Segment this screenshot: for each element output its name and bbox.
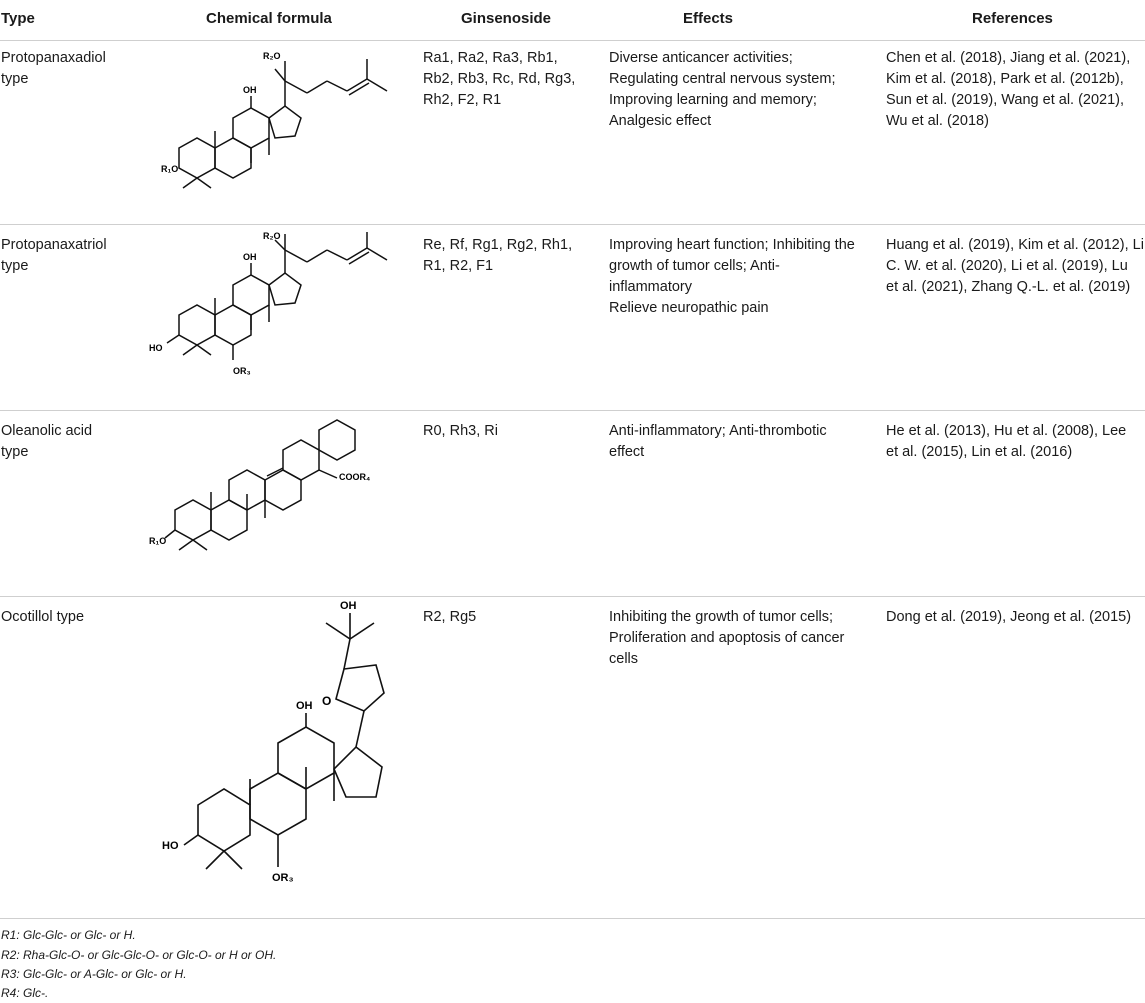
oh-label: OH — [243, 252, 257, 262]
type-cell: Protopanaxadiol type — [1, 50, 106, 87]
ginsenoside-cell: Ra1, Ra2, Ra3, Rb1, Rb2, Rb3, Rc, Rd, Rg… — [423, 50, 576, 108]
footnote-r4: R4: Glc-. — [1, 986, 49, 1000]
oh-top-label: OH — [340, 600, 357, 612]
header-chemical-formula: Chemical formula — [206, 10, 332, 27]
footnote-r3: R3: Glc-Glc- or A-Glc- or Glc- or H. — [1, 967, 187, 981]
effects-cell: Inhibiting the growth of tumor cells; Pr… — [609, 609, 845, 667]
header-effects: Effects — [683, 10, 734, 27]
references-cell: He et al. (2013), Hu et al. (2008), Lee … — [886, 423, 1127, 460]
r2o-label: R₂O — [263, 51, 281, 61]
footnote-r2: R2: Rha-Glc-O- or Glc-Glc-O- or Glc-O- o… — [1, 948, 277, 962]
header-references: References — [972, 10, 1053, 27]
or3-label: OR₃ — [272, 872, 294, 884]
ginsenoside-cell: R0, Rh3, Ri — [423, 423, 498, 439]
header-type: Type — [1, 10, 35, 27]
table-header: Type Chemical formula Ginsenoside Effect… — [0, 0, 1145, 41]
effects-cell: Improving heart function; Inhibiting the… — [609, 237, 855, 316]
references-cell: Dong et al. (2019), Jeong et al. (2015) — [886, 609, 1132, 625]
coor4-label: COOR₄ — [339, 472, 370, 482]
effects-cell: Anti-inflammatory; Anti-thrombotic effec… — [609, 423, 827, 460]
ho-label: HO — [162, 840, 179, 852]
references-cell: Huang et al. (2019), Kim et al. (2012), … — [886, 237, 1144, 295]
ocotillol-structure: OH O OH HO OR₃ — [150, 597, 410, 920]
header-ginsenoside: Ginsenoside — [461, 10, 552, 27]
ginsenoside-cell: Re, Rf, Rg1, Rg2, Rh1, R1, R2, F1 — [423, 237, 573, 274]
row-divider — [0, 918, 1145, 919]
r1o-label: R₁O — [161, 164, 178, 174]
effects-cell: Diverse anticancer activities; Regulatin… — [609, 50, 836, 129]
row-divider — [0, 224, 1145, 225]
oh-label: OH — [243, 85, 257, 95]
r1o-label: R₁O — [149, 536, 166, 546]
row-divider — [0, 410, 1145, 411]
footnote-r1: R1: Glc-Glc- or Glc- or H. — [1, 928, 136, 942]
type-cell: Ocotillol type — [1, 609, 85, 625]
protopanaxadiol-structure: R₁O OH R₂O — [135, 41, 425, 226]
r2o-label: R₂O — [263, 231, 281, 241]
ginsenoside-cell: R2, Rg5 — [423, 609, 477, 625]
oh-label: OH — [296, 700, 313, 712]
ho-label: HO — [149, 343, 163, 353]
or3-label: OR₃ — [233, 366, 251, 376]
protopanaxatriol-structure: HO OH R₂O OR₃ — [135, 228, 425, 413]
row-divider — [0, 596, 1145, 597]
oxygen-label: O — [322, 694, 331, 708]
type-cell: Protopanaxatriol type — [1, 237, 107, 274]
references-cell: Chen et al. (2018), Jiang et al. (2021),… — [886, 50, 1131, 129]
oleanolic-acid-structure: COOR₄ R₁O — [145, 412, 415, 597]
type-cell: Oleanolic acid type — [1, 423, 93, 460]
